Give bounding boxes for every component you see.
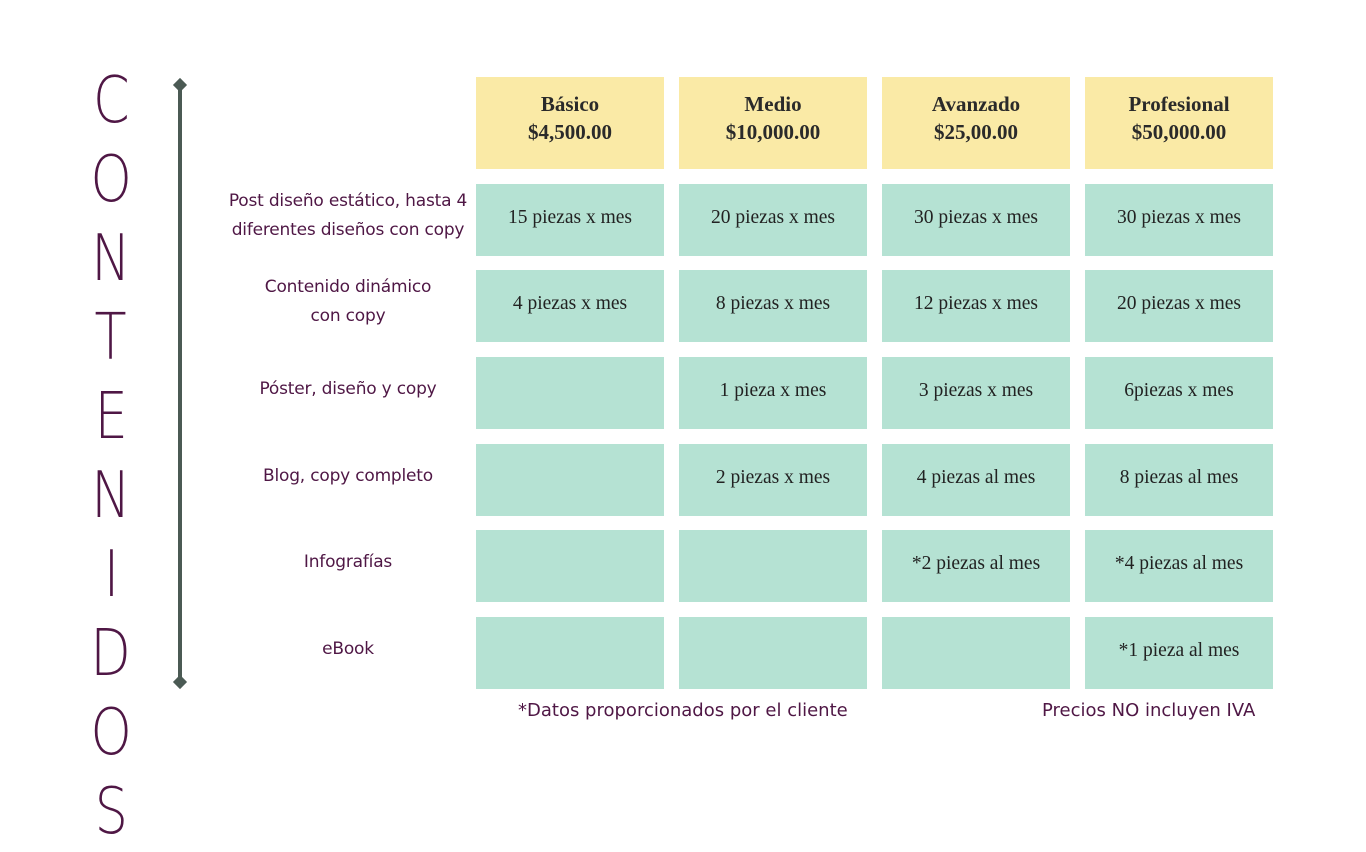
- table-cell: [679, 530, 867, 602]
- plan-price: $25,00.00: [934, 120, 1018, 144]
- table-cell: 8 piezas al mes: [1085, 444, 1273, 516]
- table-cell: [476, 357, 664, 429]
- table-cell: 20 piezas x mes: [1085, 270, 1273, 342]
- table-cell: [476, 617, 664, 689]
- vat-footnote: Precios NO incluyen IVA: [1042, 700, 1256, 721]
- title-letter: O: [90, 696, 132, 770]
- table-cell: 8 piezas x mes: [679, 270, 867, 342]
- plan-name: Profesional: [1128, 92, 1230, 116]
- row-label: Blog, copy completo: [263, 465, 433, 486]
- title-letter: N: [91, 459, 131, 533]
- plan-header: Profesional $50,000.00: [1085, 77, 1273, 169]
- table-cell: 4 piezas al mes: [882, 444, 1070, 516]
- timeline-top-diamond-icon: [172, 77, 188, 93]
- title-letter: D: [90, 617, 132, 691]
- plan-price: $4,500.00: [528, 120, 612, 144]
- table-cell: 30 piezas x mes: [1085, 184, 1273, 256]
- row-label: eBook: [322, 638, 374, 659]
- plan-name: Básico: [540, 92, 600, 116]
- table-cell: *1 pieza al mes: [1085, 617, 1273, 689]
- row-label: Contenido dinámico con copy: [264, 277, 432, 326]
- title-letter: N: [91, 222, 131, 296]
- plan-name: Avanzado: [931, 92, 1021, 116]
- title-letter: E: [94, 380, 128, 454]
- row-label: Post diseño estático, hasta 4 diferentes…: [228, 191, 468, 240]
- table-cell: [882, 617, 1070, 689]
- timeline-bottom-diamond-icon: [172, 674, 188, 690]
- table-cell: 15 piezas x mes: [476, 184, 664, 256]
- table-cell: [476, 530, 664, 602]
- table-cell: 4 piezas x mes: [476, 270, 664, 342]
- table-cell: 2 piezas x mes: [679, 444, 867, 516]
- table-cell: 20 piezas x mes: [679, 184, 867, 256]
- title-letter: S: [94, 775, 128, 849]
- plan-price: $10,000.00: [725, 120, 821, 144]
- timeline-line: [178, 85, 182, 682]
- plan-header: Avanzado $25,00.00: [882, 77, 1070, 169]
- table-cell: 6piezas x mes: [1085, 357, 1273, 429]
- table-cell: *2 piezas al mes: [882, 530, 1070, 602]
- title-letter: T: [94, 301, 128, 375]
- row-label: Infografías: [303, 551, 393, 572]
- table-cell: 12 piezas x mes: [882, 270, 1070, 342]
- table-cell: 30 piezas x mes: [882, 184, 1070, 256]
- plan-name: Medio: [744, 92, 802, 116]
- table-cell: 1 pieza x mes: [679, 357, 867, 429]
- client-data-footnote: *Datos proporcionados por el cliente: [518, 700, 848, 721]
- row-label: Póster, diseño y copy: [259, 378, 437, 399]
- plan-header: Medio $10,000.00: [679, 77, 867, 169]
- plan-header: Básico $4,500.00: [476, 77, 664, 169]
- title-letter: I: [103, 538, 119, 612]
- table-cell: 3 piezas x mes: [882, 357, 1070, 429]
- plan-price: $50,000.00: [1131, 120, 1227, 144]
- table-cell: [476, 444, 664, 516]
- table-cell: *4 piezas al mes: [1085, 530, 1273, 602]
- title-letter: C: [92, 64, 130, 138]
- title-letter: O: [90, 143, 132, 217]
- table-cell: [679, 617, 867, 689]
